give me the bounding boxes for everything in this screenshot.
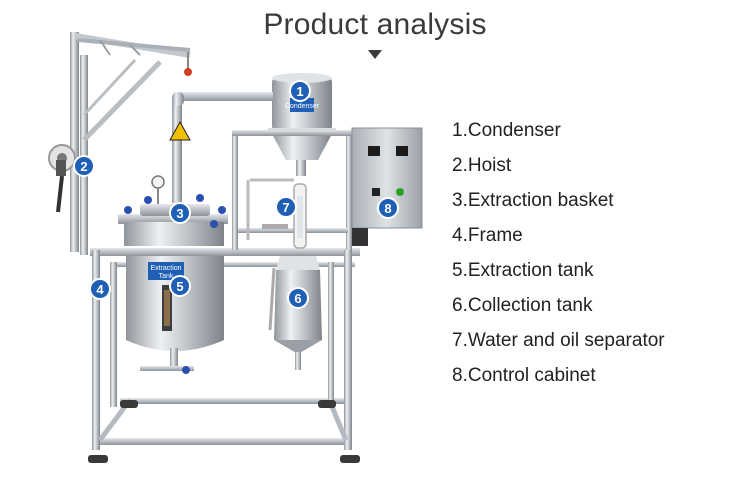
legend-item-collection-tank: 6.Collection tank bbox=[452, 295, 593, 316]
condenser-frame bbox=[232, 130, 352, 250]
tank-plate-line2: Tank bbox=[159, 273, 174, 280]
condenser-plate-text: Condenser bbox=[285, 103, 320, 110]
legend-item-hoist: 2.Hoist bbox=[452, 155, 512, 176]
page-title: Product analysis bbox=[263, 8, 487, 41]
badge-1: 1 bbox=[289, 80, 311, 102]
water-oil-separator bbox=[246, 178, 307, 249]
badge-3: 3 bbox=[169, 202, 191, 224]
svg-text:2: 2 bbox=[80, 159, 87, 174]
svg-text:7: 7 bbox=[282, 200, 289, 215]
frame bbox=[88, 248, 360, 463]
component-legend: 1.Condenser 2.Hoist 3.Extraction basket … bbox=[452, 118, 665, 398]
svg-text:4: 4 bbox=[96, 282, 104, 297]
badge-2: 2 bbox=[73, 155, 95, 177]
title-arrow-icon bbox=[368, 50, 382, 59]
legend-item-extraction-tank: 5.Extraction tank bbox=[452, 260, 594, 281]
collection-tank bbox=[268, 256, 322, 370]
legend-item-extraction-basket: 3.Extraction basket bbox=[452, 190, 614, 211]
tank-plate-line1: Extraction bbox=[150, 265, 181, 272]
badge-6: 6 bbox=[287, 287, 309, 309]
badge-7: 7 bbox=[275, 196, 297, 218]
legend-item-separator: 7.Water and oil separator bbox=[452, 330, 665, 351]
badge-8: 8 bbox=[377, 197, 399, 219]
badge-4: 4 bbox=[89, 278, 111, 300]
legend-item-frame: 4.Frame bbox=[452, 225, 523, 246]
svg-text:1: 1 bbox=[296, 84, 303, 99]
legend-item-condenser: 1.Condenser bbox=[452, 120, 561, 141]
svg-text:3: 3 bbox=[176, 206, 183, 221]
control-cabinet bbox=[351, 127, 423, 246]
vapor-pipe bbox=[169, 92, 273, 203]
badge-5: 5 bbox=[169, 275, 191, 297]
svg-text:6: 6 bbox=[294, 291, 301, 306]
svg-text:5: 5 bbox=[176, 279, 183, 294]
legend-item-control-cabinet: 8.Control cabinet bbox=[452, 365, 596, 386]
svg-text:8: 8 bbox=[384, 201, 391, 216]
